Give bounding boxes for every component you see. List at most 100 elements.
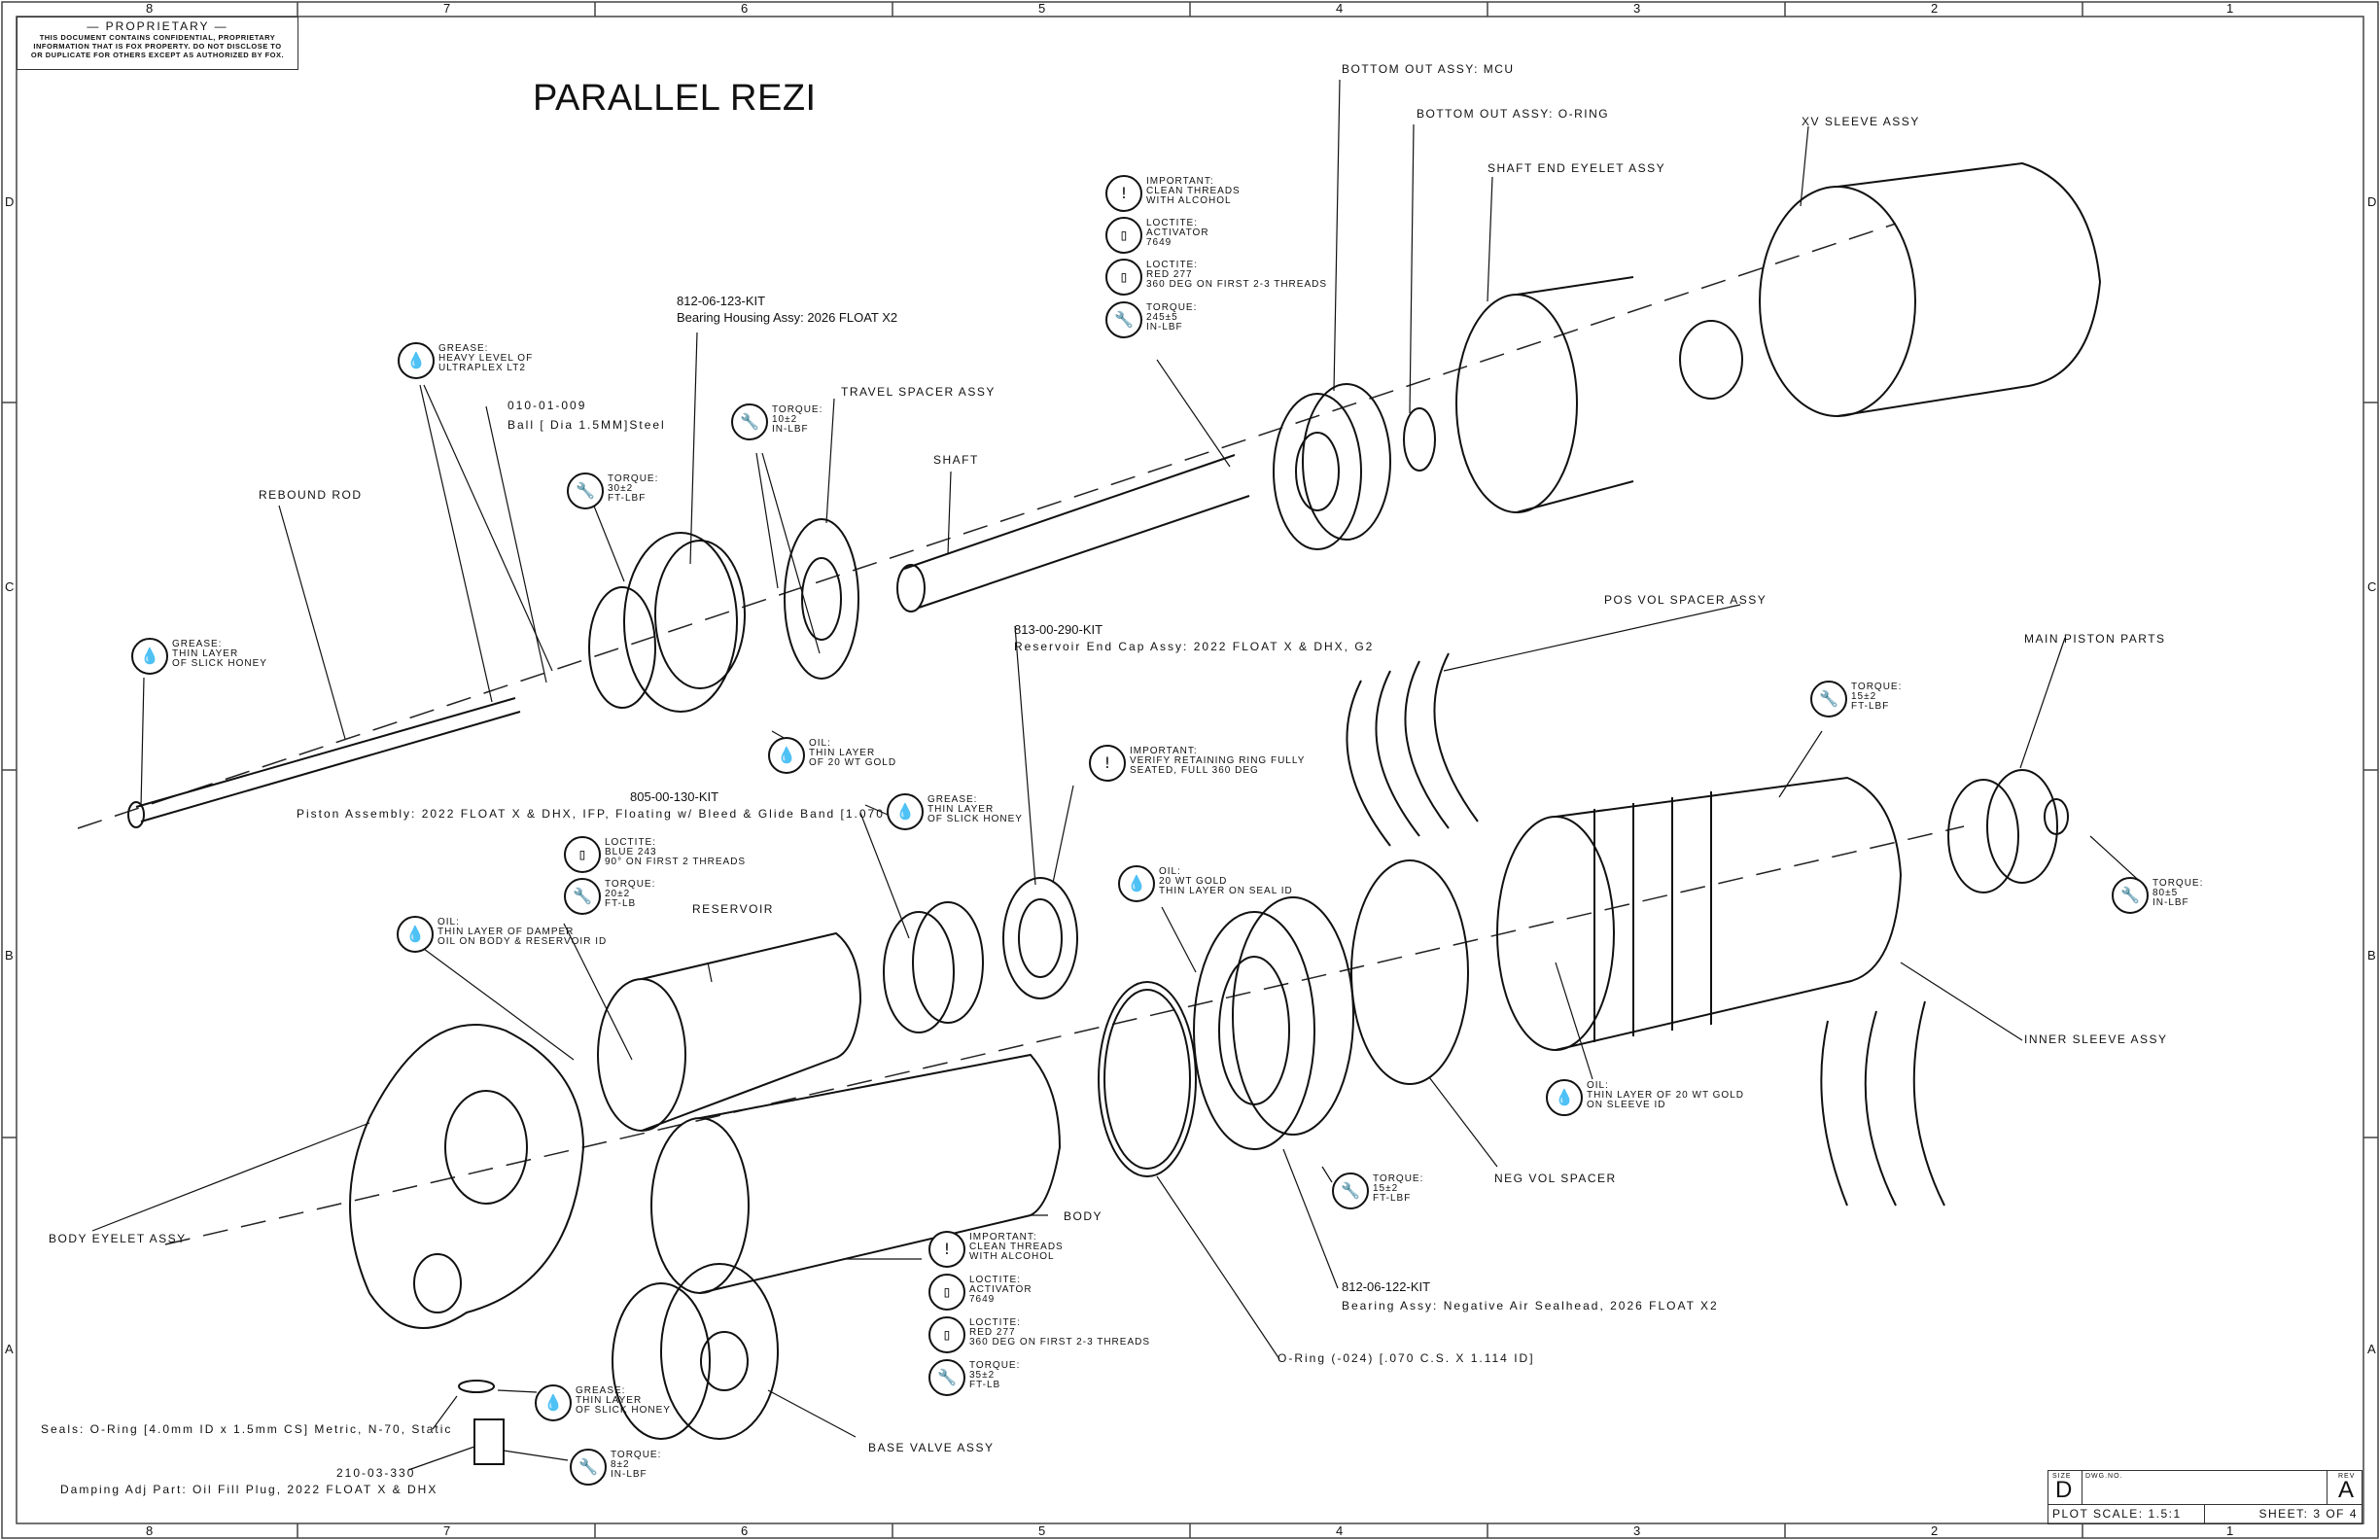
- note-grease: 💧GREASE: HEAVY LEVEL OF ULTRAPLEX LT2: [398, 342, 533, 379]
- proprietary-heading: — PROPRIETARY —: [87, 19, 228, 33]
- lower-axis: [164, 825, 1965, 1245]
- rebound-rod-washer: [127, 801, 145, 828]
- size-value: D: [2055, 1477, 2073, 1503]
- zone-col-label: 8: [146, 1, 154, 16]
- note-text: TORQUE: 15±2 FT-LBF: [1373, 1173, 1424, 1204]
- note-torque: 🔧TORQUE: 15±2 FT-LBF: [1332, 1172, 1423, 1209]
- note-loctite: ▯LOCTITE: BLUE 243 90° ON FIRST 2 THREAD…: [564, 836, 746, 873]
- sheet-number: SHEET: 3 OF 4: [2258, 1507, 2358, 1521]
- label-body: BODY: [1064, 1209, 1103, 1223]
- note-text: IMPORTANT: CLEAN THREADS WITH ALCOHOL: [1146, 176, 1241, 206]
- oil-drop-icon: 💧: [397, 916, 434, 953]
- title-block: SIZE D DWG.NO. REV A PLOT SCALE: 1.5:1 S…: [2048, 1470, 2362, 1524]
- zone-col-label: 4: [1336, 1523, 1344, 1538]
- note-text: GREASE: THIN LAYER OF SLICK HONEY: [172, 639, 267, 669]
- proprietary-notice: — PROPRIETARY — THIS DOCUMENT CONTAINS C…: [17, 17, 298, 70]
- size-cell: SIZE D: [2048, 1471, 2082, 1504]
- note-loctite: ▯LOCTITE: RED 277 360 DEG ON FIRST 2-3 T…: [928, 1316, 1150, 1353]
- grease-icon: 💧: [398, 342, 435, 379]
- note-torque: 🔧TORQUE: 30±2 FT-LBF: [567, 472, 658, 509]
- note-text: OIL: THIN LAYER OF DAMPER OIL ON BODY & …: [438, 917, 608, 947]
- important-icon: !: [928, 1231, 965, 1268]
- kit-number-neg-air-sealhead: 812-06-122-KIT: [1342, 1279, 1431, 1294]
- kit-desc-oil-fill-plug: Damping Adj Part: Oil Fill Plug, 2022 FL…: [60, 1483, 438, 1496]
- reservoir-shape: [597, 978, 686, 1132]
- drawing-title: PARALLEL REZI: [533, 78, 817, 119]
- note-text: TORQUE: 10±2 IN-LBF: [772, 404, 823, 435]
- plot-scale: PLOT SCALE: 1.5:1: [2052, 1507, 2182, 1521]
- zone-col-label: 3: [1633, 1523, 1641, 1538]
- note-important: !IMPORTANT: VERIFY RETAINING RING FULLY …: [1089, 745, 1305, 782]
- oil-drop-icon: 💧: [768, 737, 805, 774]
- note-oil: 💧OIL: 20 WT GOLD THIN LAYER ON SEAL ID: [1118, 865, 1293, 902]
- pos-vol-spacer-shape: [1346, 652, 1479, 847]
- label-rebound-rod: REBOUND ROD: [259, 488, 363, 502]
- kit-desc-seals: Seals: O-Ring [4.0mm ID x 1.5mm CS] Metr…: [41, 1422, 453, 1436]
- proprietary-line: THIS DOCUMENT CONTAINS CONFIDENTIAL, PRO…: [39, 33, 276, 42]
- label-main-piston-parts: MAIN PISTON PARTS: [2024, 632, 2166, 646]
- kit-number-oil-fill-plug: 210-03-330: [336, 1466, 416, 1480]
- rebound-rod-shape: [135, 697, 521, 822]
- spacer-arcs-shape: [1820, 1000, 1945, 1207]
- grease-icon: 💧: [887, 793, 924, 830]
- kit-number-reservoir-end-cap: 813-00-290-KIT: [1014, 622, 1103, 637]
- label-inner-sleeve: INNER SLEEVE ASSY: [2024, 1032, 2168, 1046]
- proprietary-line: INFORMATION THAT IS FOX PROPERTY. DO NOT…: [33, 42, 282, 51]
- note-text: TORQUE: 30±2 FT-LBF: [608, 473, 659, 504]
- note-torque: 🔧TORQUE: 15±2 FT-LBF: [1810, 681, 1902, 718]
- label-shaft-end-eyelet: SHAFT END EYELET ASSY: [1488, 161, 1666, 175]
- note-torque: 🔧TORQUE: 80±5 IN-LBF: [2112, 877, 2203, 914]
- note-grease: 💧GREASE: THIN LAYER OF SLICK HONEY: [887, 793, 1023, 830]
- zone-row-label: B: [5, 948, 14, 962]
- proprietary-line: OR DUPLICATE FOR OTHERS EXCEPT AS AUTHOR…: [30, 51, 285, 59]
- loctite-icon: ▯: [928, 1316, 965, 1353]
- zone-col-label: 7: [443, 1, 451, 16]
- note-text: TORQUE: 80±5 IN-LBF: [2152, 878, 2204, 908]
- important-icon: !: [1105, 175, 1142, 212]
- zone-row-label: A: [5, 1342, 14, 1356]
- oil-drop-icon: 💧: [1118, 865, 1155, 902]
- zone-col-label: 8: [146, 1523, 154, 1538]
- zone-col-label: 5: [1038, 1, 1046, 16]
- kit-desc-piston-assembly: Piston Assembly: 2022 FLOAT X & DHX, IFP…: [297, 807, 885, 821]
- zone-col-label: 2: [1931, 1523, 1939, 1538]
- label-travel-spacer: TRAVEL SPACER ASSY: [841, 385, 996, 399]
- leader-lines: [91, 79, 2148, 1471]
- note-oil: 💧OIL: THIN LAYER OF 20 WT GOLD ON SLEEVE…: [1546, 1079, 1744, 1116]
- grease-icon: 💧: [131, 638, 168, 675]
- rev-label: REV: [2338, 1473, 2356, 1480]
- dwg-no-label: DWG.NO.: [2085, 1473, 2123, 1480]
- note-torque: 🔧TORQUE: 20±2 FT-LB: [564, 878, 655, 915]
- note-text: OIL: 20 WT GOLD THIN LAYER ON SEAL ID: [1159, 866, 1293, 896]
- kit-desc-oring-024: O-Ring (-024) [.070 C.S. X 1.114 ID]: [1278, 1351, 1535, 1365]
- torque-wrench-icon: 🔧: [1810, 681, 1847, 718]
- title-block-divider: [2204, 1505, 2205, 1524]
- note-important: !IMPORTANT: CLEAN THREADS WITH ALCOHOL: [928, 1231, 1064, 1268]
- note-text: LOCTITE: ACTIVATOR 7649: [1146, 218, 1209, 248]
- rev-cell: REV A: [2328, 1471, 2362, 1504]
- note-loctite: ▯LOCTITE: ACTIVATOR 7649: [1105, 217, 1209, 254]
- note-text: GREASE: HEAVY LEVEL OF ULTRAPLEX LT2: [438, 343, 534, 373]
- important-icon: !: [1089, 745, 1126, 782]
- zone-col-label: 4: [1336, 1, 1344, 16]
- zone-col-label: 6: [741, 1, 749, 16]
- torque-wrench-icon: 🔧: [567, 472, 604, 509]
- kit-desc-reservoir-end-cap: Reservoir End Cap Assy: 2022 FLOAT X & D…: [1014, 640, 1375, 653]
- torque-wrench-icon: 🔧: [1105, 301, 1142, 338]
- note-torque: 🔧TORQUE: 245±5 IN-LBF: [1105, 301, 1197, 338]
- label-shaft: SHAFT: [933, 453, 979, 467]
- shaft-end-eyelet-shape: [1455, 294, 1578, 513]
- loctite-icon: ▯: [564, 836, 601, 873]
- note-text: TORQUE: 15±2 FT-LBF: [1851, 682, 1903, 712]
- note-torque: 🔧TORQUE: 8±2 IN-LBF: [570, 1449, 661, 1486]
- kit-desc-neg-air-sealhead: Bearing Assy: Negative Air Sealhead, 202…: [1342, 1299, 1719, 1312]
- travel-spacer-shape: [784, 518, 859, 680]
- zone-col-label: 6: [741, 1523, 749, 1538]
- zone-row-label: C: [5, 579, 15, 594]
- dwg-no-cell: DWG.NO.: [2082, 1471, 2328, 1504]
- zone-row-label: C: [2367, 579, 2377, 594]
- body-eyelet-shape: [349, 1024, 585, 1329]
- zone-row-label: D: [5, 194, 15, 209]
- note-text: GREASE: THIN LAYER OF SLICK HONEY: [928, 794, 1023, 824]
